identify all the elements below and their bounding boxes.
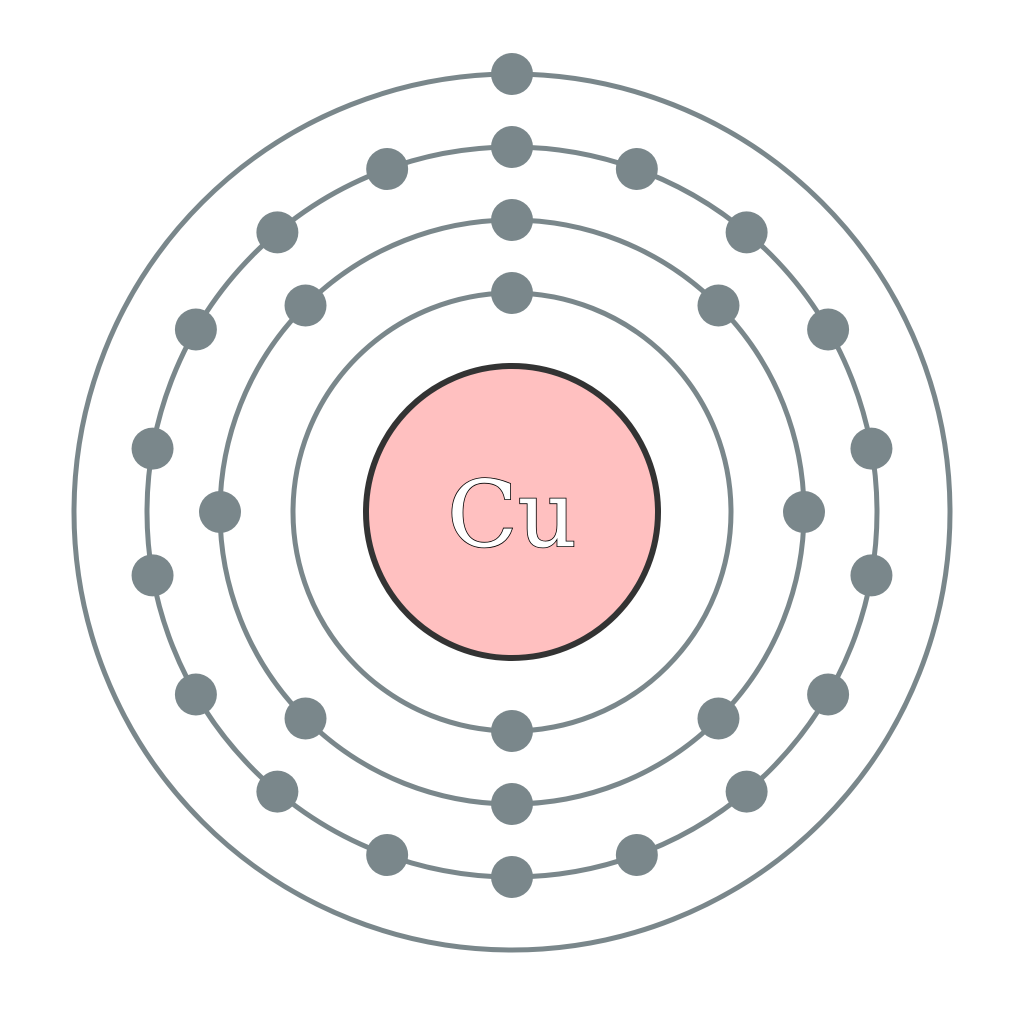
electron	[366, 148, 409, 191]
electron	[491, 53, 533, 95]
electrons-layer	[131, 53, 893, 898]
electron	[850, 427, 893, 470]
electron	[850, 554, 893, 597]
electron	[615, 833, 658, 876]
electron	[491, 856, 533, 898]
electron	[697, 284, 740, 327]
electron	[615, 148, 658, 191]
electron	[697, 697, 740, 740]
electron	[131, 554, 174, 597]
electron	[131, 427, 174, 470]
electron	[491, 710, 533, 752]
nucleus	[363, 363, 661, 661]
electron	[284, 697, 327, 740]
electron	[783, 491, 825, 533]
electron	[491, 783, 533, 825]
electron	[807, 308, 850, 351]
electron	[174, 308, 217, 351]
electron	[256, 211, 299, 254]
electron	[491, 272, 533, 314]
electron	[491, 199, 533, 241]
electron	[725, 211, 768, 254]
electron	[199, 491, 241, 533]
electron	[725, 770, 768, 813]
electron	[807, 673, 850, 716]
electron	[256, 770, 299, 813]
electron	[284, 284, 327, 327]
electron	[174, 673, 217, 716]
element-symbol: Cu	[447, 461, 577, 568]
electron	[366, 833, 409, 876]
electron	[491, 126, 533, 168]
